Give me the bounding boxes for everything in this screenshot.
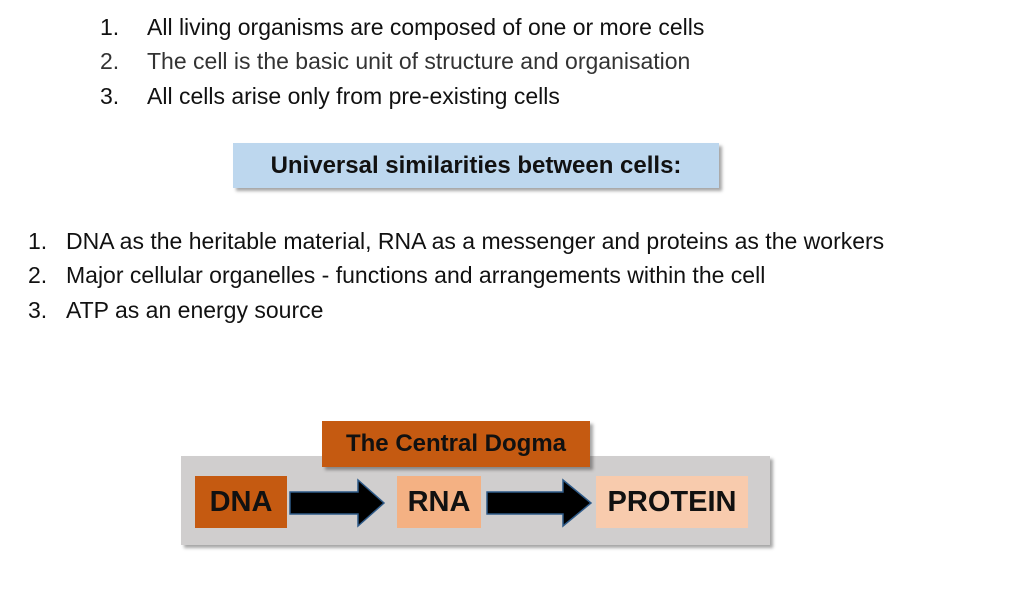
central-dogma-title: The Central Dogma <box>322 421 590 467</box>
list-item: 2. The cell is the basic unit of structur… <box>100 47 690 75</box>
list-item: 3. ATP as an energy source <box>28 296 323 324</box>
list-item: 1. All living organisms are composed of o… <box>100 13 704 41</box>
item-text: DNA as the heritable material, RNA as a … <box>66 228 885 254</box>
protein-box: PROTEIN <box>596 476 748 528</box>
list-item: 1. DNA as the heritable material, RNA as … <box>28 227 884 255</box>
item-text: The cell is the basic unit of structure … <box>147 48 691 74</box>
list-item: 2. Major cellular organelles - functions … <box>28 261 765 289</box>
item-number: 1. <box>100 14 120 40</box>
item-text: All cells arise only from pre-existing c… <box>147 83 560 109</box>
section-heading: Universal similarities between cells: <box>233 143 719 188</box>
item-number: 3. <box>100 83 120 109</box>
item-text: All living organisms are composed of one… <box>147 14 705 40</box>
item-number: 2. <box>100 48 120 74</box>
dna-box: DNA <box>195 476 287 528</box>
item-number: 3. <box>28 297 48 323</box>
list-item: 3. All cells arise only from pre-existing… <box>100 82 560 110</box>
item-text: ATP as an energy source <box>66 297 324 323</box>
item-number: 2. <box>28 262 48 288</box>
item-number: 1. <box>28 228 48 254</box>
item-text: Major cellular organelles - functions an… <box>66 262 766 288</box>
rna-box: RNA <box>397 476 481 528</box>
arrow-right-icon <box>486 478 593 528</box>
arrow-right-icon <box>289 478 386 528</box>
